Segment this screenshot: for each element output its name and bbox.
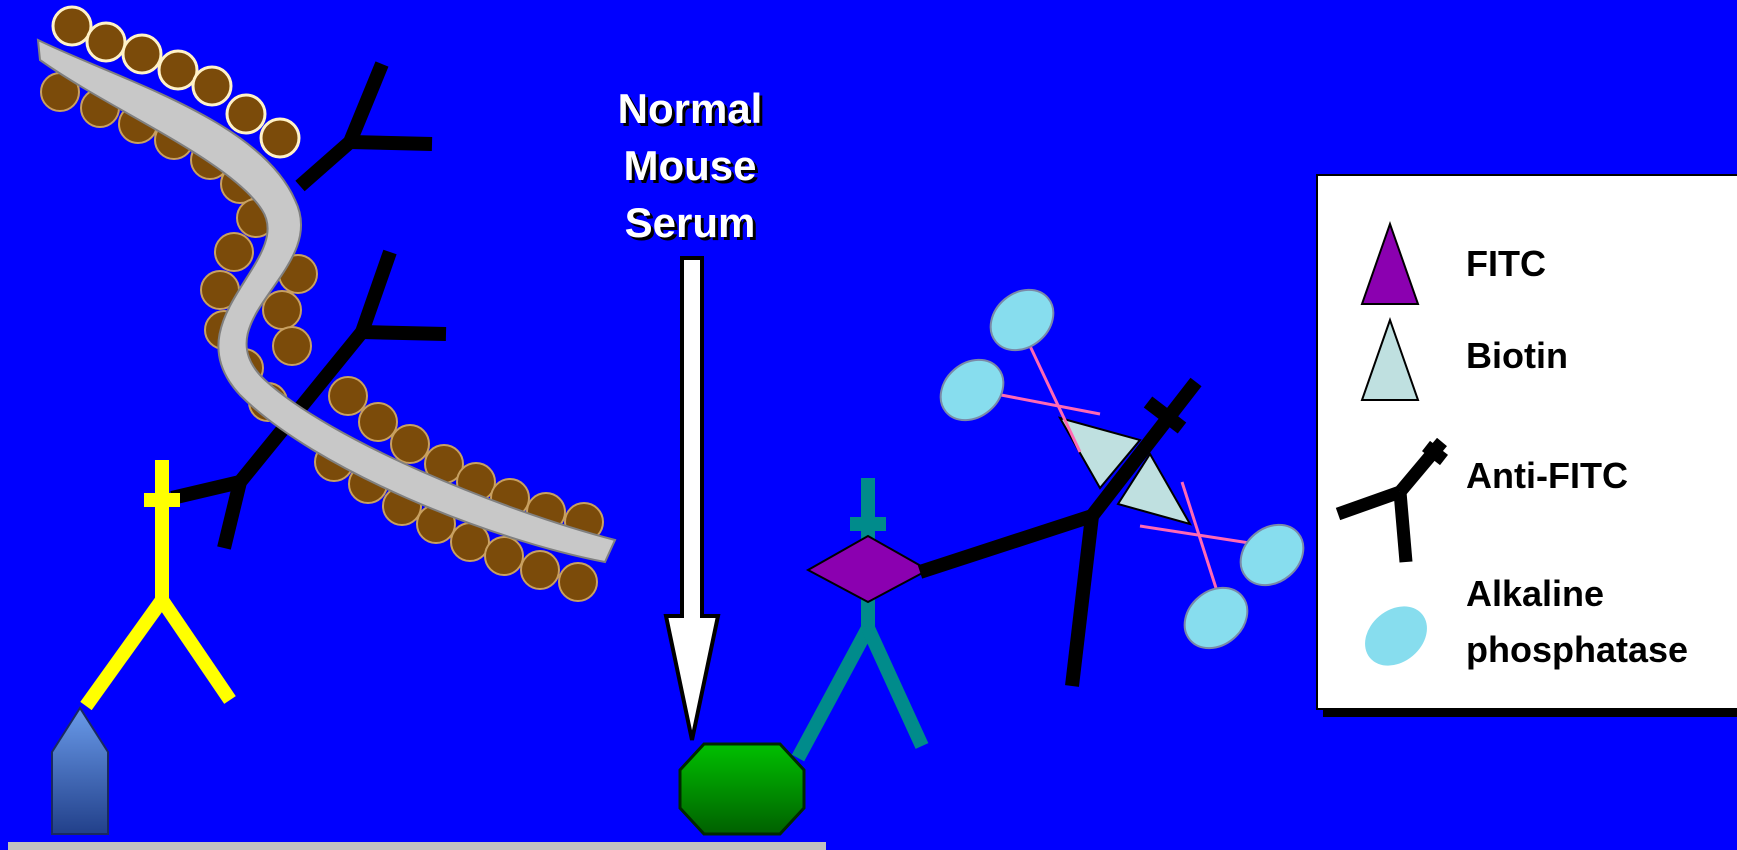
normal-mouse-serum-label: Normal Mouse Serum [570, 80, 810, 251]
surface-plate [8, 842, 826, 850]
light-blue-ellipse-icon [1318, 566, 1458, 696]
yellow-antibody [86, 460, 230, 706]
legend-box: FITC Biotin Anti-FITC Alkaline phosphata… [1316, 174, 1737, 710]
legend-label-alkaline: Alkaline [1466, 566, 1604, 622]
fitc-molecule [808, 536, 928, 602]
green-antigen [680, 744, 804, 834]
teal-antibody [798, 478, 922, 758]
black-antibody-icon [1318, 438, 1458, 568]
down-arrow [666, 258, 718, 740]
legend-item-biotin: Biotin [1318, 316, 1737, 406]
legend-label-biotin: Biotin [1466, 328, 1568, 384]
legend-label-fitc: FITC [1466, 236, 1546, 292]
arrow-label-line-1: Normal [570, 80, 810, 137]
legend-item-anti-fitc: Anti-FITC [1318, 438, 1737, 568]
purple-triangle-icon [1318, 220, 1458, 310]
blue-receptor [52, 708, 108, 834]
legend-item-alkaline-phosphatase: Alkaline phosphatase [1318, 566, 1737, 696]
black-antibody-upper [300, 64, 432, 186]
arrow-label-line-3: Serum [570, 194, 810, 251]
arrow-label-line-2: Mouse [570, 137, 810, 194]
anti-fitc-antibody [920, 382, 1196, 686]
legend-label-anti-fitc: Anti-FITC [1466, 448, 1628, 504]
legend-item-fitc: FITC [1318, 220, 1737, 310]
legend-label-phosphatase: phosphatase [1466, 622, 1688, 678]
light-blue-triangle-icon [1318, 316, 1458, 406]
